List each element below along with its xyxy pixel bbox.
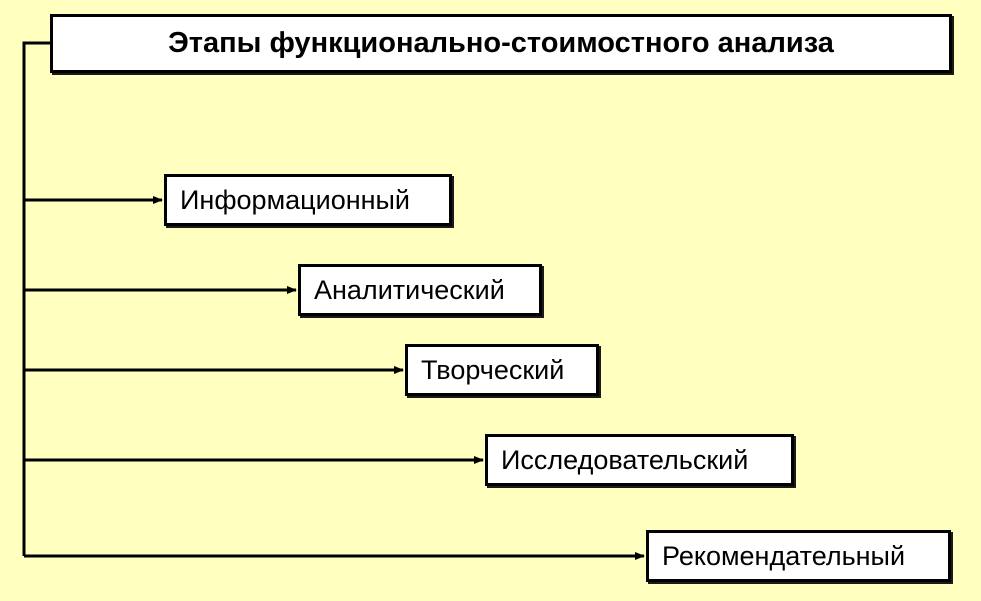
stage-box-informational: Информационный: [164, 174, 452, 226]
stage-label: Творческий: [421, 354, 565, 385]
stage-box-analytical: Аналитический: [298, 264, 542, 316]
stage-label: Аналитический: [314, 274, 505, 305]
diagram-title-box: Этапы функционально-стоимостного анализа: [50, 14, 952, 73]
stage-box-creative: Творческий: [405, 344, 599, 396]
diagram-title: Этапы функционально-стоимостного анализа: [168, 27, 834, 59]
stage-label: Исследовательский: [501, 444, 749, 475]
stage-label: Информационный: [180, 184, 411, 215]
stage-box-recommendation: Рекомендательный: [646, 530, 951, 582]
stage-label: Рекомендательный: [662, 540, 906, 571]
trunk-line: [22, 41, 50, 556]
stage-box-research: Исследовательский: [485, 434, 794, 486]
